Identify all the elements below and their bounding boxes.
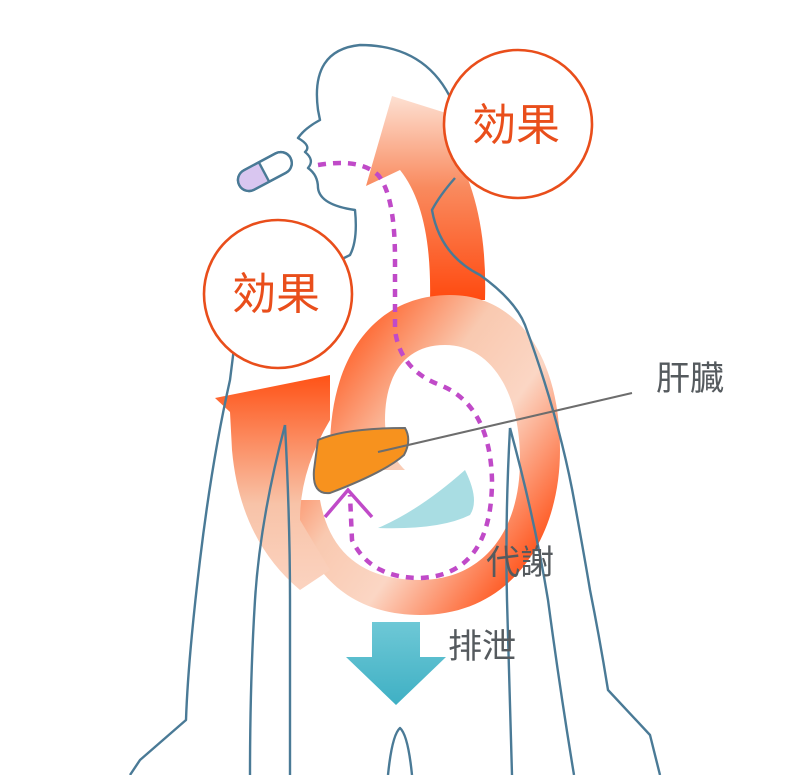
circulation-ring (295, 295, 560, 615)
effect-circle-left (202, 218, 354, 370)
path-arrowhead-icon (323, 487, 374, 519)
excretion-label: 排泄 (448, 627, 516, 667)
liver-leader-line (377, 392, 633, 453)
human-body-outline (129, 43, 662, 776)
pill-capsule-icon (236, 150, 293, 193)
dotted-drug-path (317, 160, 495, 581)
excretion-down-arrow (346, 622, 446, 705)
metabolism-label: 代謝 (486, 543, 554, 583)
upward-circulation-arrow (366, 96, 486, 300)
effect-label-left: 効果 (232, 269, 320, 320)
liver-label: 肝臓 (656, 359, 724, 399)
effect-label-top: 効果 (472, 100, 560, 151)
effect-circle-top (442, 48, 594, 200)
liver-organ (312, 426, 410, 495)
stomach-organ (378, 470, 474, 529)
